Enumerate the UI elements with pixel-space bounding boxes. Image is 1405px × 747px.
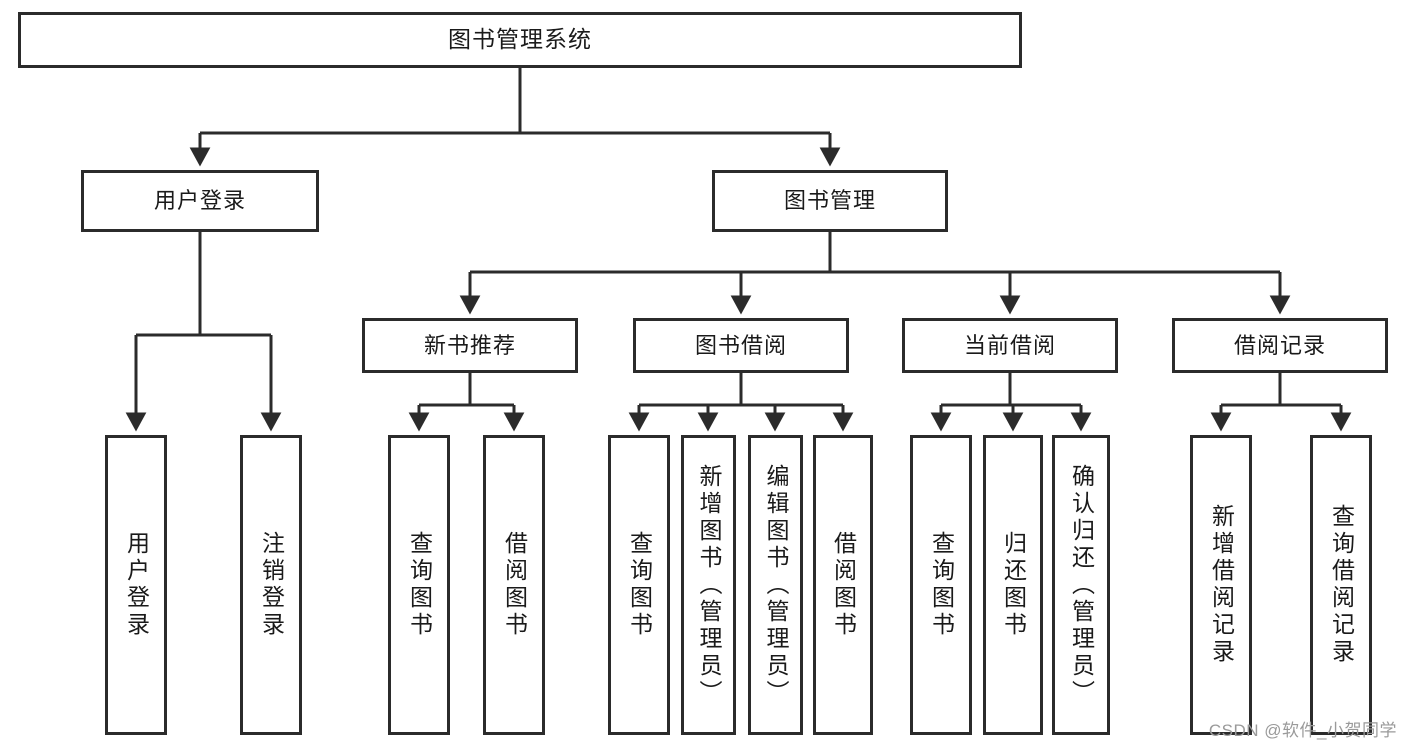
node-new-book-recommend-label: 新书推荐: [423, 332, 516, 358]
leaf-query-borrow-record-label: 查询借阅记录: [1328, 504, 1355, 666]
leaf-return-book-label: 归还图书: [1000, 531, 1027, 639]
leaf-query-borrow-record[interactable]: 查询借阅记录: [1310, 435, 1372, 735]
node-borrow-record[interactable]: 借阅记录: [1172, 318, 1388, 373]
node-book-management[interactable]: 图书管理: [712, 170, 948, 232]
leaf-add-borrow-record[interactable]: 新增借阅记录: [1190, 435, 1252, 735]
leaf-edit-book-admin-label: 编辑图书（管理员）: [763, 463, 789, 707]
leaf-add-book-admin-label: 新增图书（管理员）: [696, 463, 722, 707]
node-new-book-recommend[interactable]: 新书推荐: [362, 318, 578, 373]
leaf-query-book-current[interactable]: 查询图书: [910, 435, 972, 735]
leaf-logout-label: 注销登录: [258, 531, 285, 639]
leaf-query-book-newbook[interactable]: 查询图书: [388, 435, 450, 735]
leaf-borrow-book-label: 借阅图书: [830, 531, 857, 639]
node-root-label: 图书管理系统: [448, 26, 592, 53]
node-user-login-label: 用户登录: [153, 188, 246, 214]
leaf-user-login-label: 用户登录: [123, 531, 150, 639]
leaf-confirm-return-admin[interactable]: 确认归还（管理员）: [1052, 435, 1110, 735]
node-user-login[interactable]: 用户登录: [81, 170, 319, 232]
leaf-query-book-current-label: 查询图书: [928, 531, 955, 639]
leaf-borrow-book-newbook-label: 借阅图书: [501, 531, 528, 639]
leaf-borrow-book[interactable]: 借阅图书: [813, 435, 873, 735]
node-current-borrow-label: 当前借阅: [963, 332, 1056, 358]
csdn-watermark: CSDN @软件_小贺同学: [1208, 721, 1397, 740]
leaf-borrow-book-newbook[interactable]: 借阅图书: [483, 435, 545, 735]
leaf-query-book-borrow-label: 查询图书: [626, 531, 653, 639]
leaf-confirm-return-admin-label: 确认归还（管理员）: [1068, 463, 1095, 707]
leaf-add-book-admin[interactable]: 新增图书（管理员）: [681, 435, 736, 735]
leaf-user-login[interactable]: 用户登录: [105, 435, 167, 735]
leaf-query-book-borrow[interactable]: 查询图书: [608, 435, 670, 735]
node-root-system[interactable]: 图书管理系统: [18, 12, 1022, 68]
node-current-borrow[interactable]: 当前借阅: [902, 318, 1118, 373]
leaf-edit-book-admin[interactable]: 编辑图书（管理员）: [748, 435, 803, 735]
leaf-add-borrow-record-label: 新增借阅记录: [1208, 504, 1235, 666]
leaf-return-book[interactable]: 归还图书: [983, 435, 1043, 735]
node-book-borrow[interactable]: 图书借阅: [633, 318, 849, 373]
node-borrow-record-label: 借阅记录: [1233, 332, 1326, 358]
leaf-logout[interactable]: 注销登录: [240, 435, 302, 735]
node-book-borrow-label: 图书借阅: [694, 332, 787, 358]
leaf-query-book-newbook-label: 查询图书: [406, 531, 433, 639]
node-book-management-label: 图书管理: [783, 188, 876, 214]
